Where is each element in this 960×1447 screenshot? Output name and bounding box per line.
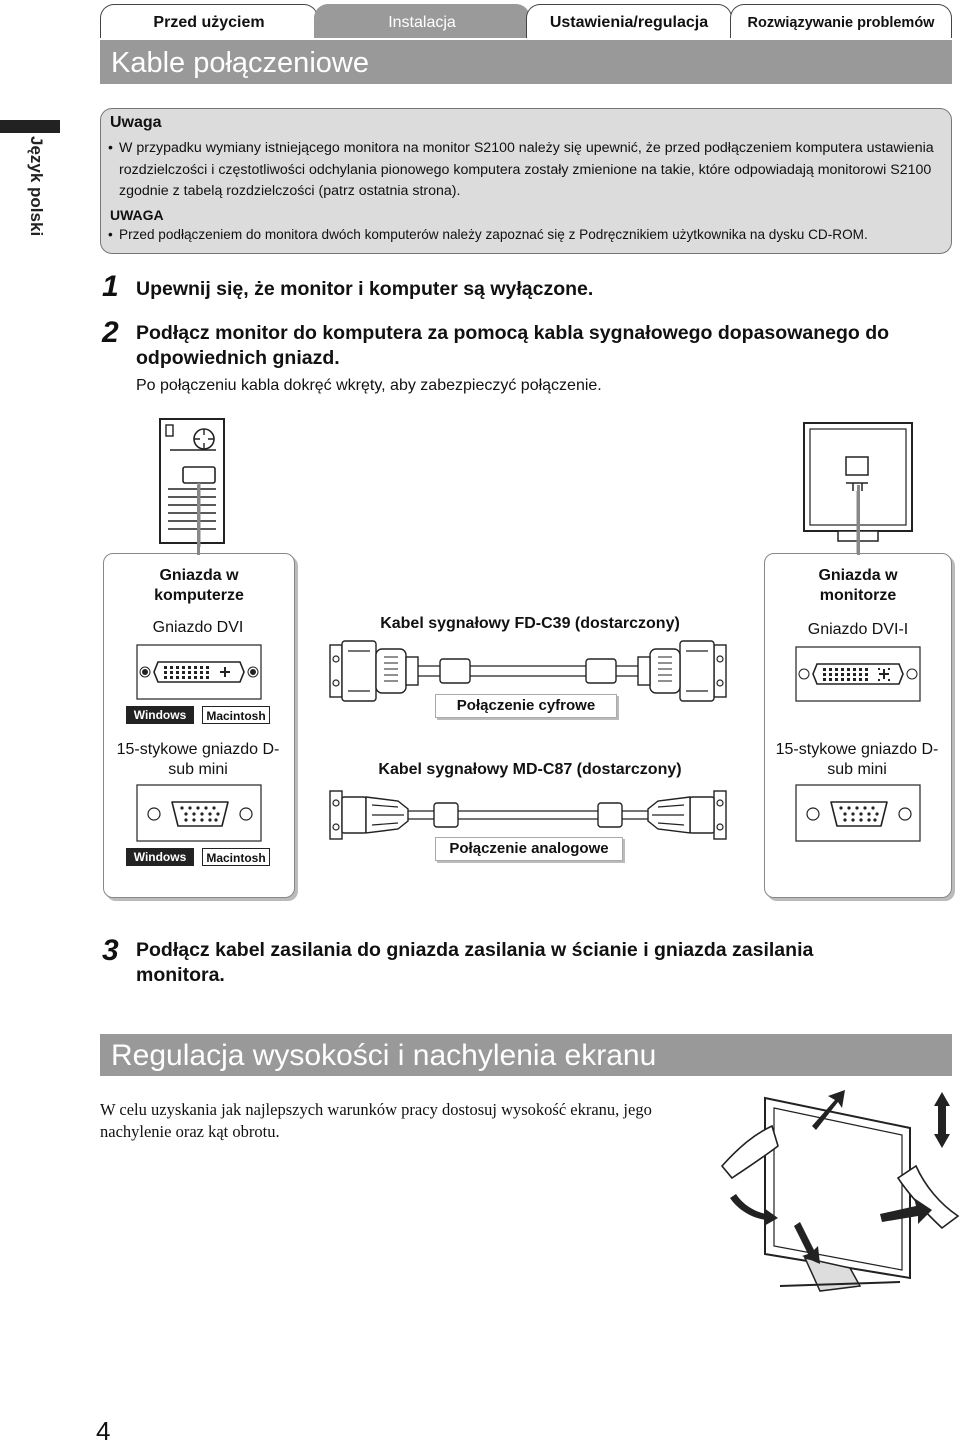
step-number: 1: [102, 270, 119, 303]
caution-heading: UWAGA: [110, 206, 164, 223]
step-text: Upewnij się, że monitor i komputer są wy…: [136, 278, 594, 300]
note-text: W przypadku wymiany istniejącego monitor…: [108, 138, 942, 203]
computer-ports-heading: Gniazda w komputerze: [154, 567, 244, 604]
section-title: Kable połączeniowe: [100, 40, 952, 84]
digital-connection-label: Połączenie cyfrowe: [435, 694, 617, 718]
macintosh-tag: Macintosh: [202, 706, 270, 724]
analog-connection-label: Połączenie analogowe: [435, 837, 623, 861]
tab-installation[interactable]: Instalacja: [314, 4, 530, 38]
dsub-port-label: 15-stykowe gniazdo D-sub mini: [116, 741, 280, 778]
computer-line: [197, 485, 200, 555]
dvi-i-port-icon: [795, 646, 921, 702]
dsub-port-label: 15-stykowe gniazdo D-sub mini: [775, 741, 939, 778]
dvi-port-label: Gniazdo DVI: [152, 619, 244, 636]
note-heading: Uwaga: [110, 114, 162, 131]
step-subtext: Po połączeniu kabla dokręć wkręty, aby z…: [136, 377, 602, 394]
step-text: Podłącz kabel zasilania do gniazda zasil…: [136, 939, 814, 986]
side-marker: [0, 120, 60, 133]
monitor-line: [857, 485, 860, 555]
step-number: 2: [102, 316, 119, 349]
dvi-port-icon: [136, 644, 262, 700]
caution-text: Przed podłączeniem do monitora dwóch kom…: [108, 225, 942, 245]
windows-tag: Windows: [126, 706, 194, 724]
tab-settings[interactable]: Ustawienia/regulacja: [526, 4, 732, 38]
monitor-ports-heading: Gniazda w monitorze: [818, 567, 898, 604]
dvi-cable-label: Kabel sygnałowy FD-C39 (dostarczony): [380, 615, 680, 632]
section2-title: Regulacja wysokości i nachylenia ekranu: [100, 1034, 952, 1076]
computer-ports-panel: Gniazda w komputerze Gniazdo DVI Windows…: [103, 553, 295, 898]
macintosh-tag: Macintosh: [202, 848, 270, 866]
dsub-cable-illustration: [329, 790, 727, 840]
connection-diagram: Gniazda w komputerze Gniazdo DVI Windows…: [100, 415, 960, 905]
tab-before-use[interactable]: Przed użyciem: [100, 4, 318, 38]
computer-illustration: [159, 418, 225, 547]
dvi-i-port-label: Gniazdo DVI-I: [807, 621, 909, 638]
language-label: Język polski: [27, 136, 46, 237]
dsub-cable-label: Kabel sygnałowy MD-C87 (dostarczony): [378, 761, 682, 778]
monitor-ports-panel: Gniazda w monitorze Gniazdo DVI-I 15-sty…: [764, 553, 952, 898]
note-box: Uwaga W przypadku wymiany istniejącego m…: [100, 108, 952, 254]
monitor-adjustment-illustration: [720, 1090, 960, 1292]
step-number: 3: [102, 934, 119, 967]
dsub-port-icon: [795, 784, 921, 842]
section2-text: W celu uzyskania jak najlepszych warunkó…: [100, 1100, 652, 1141]
tab-troubleshooting[interactable]: Rozwiązywanie problemów: [730, 4, 952, 38]
step-text: Podłącz monitor do komputera za pomocą k…: [136, 322, 890, 369]
dvi-cable-illustration: [329, 640, 727, 702]
page-number: 4: [96, 1416, 111, 1446]
dsub-port-icon: [136, 784, 262, 842]
chapter-tabs: Przed użyciem Instalacja Ustawienia/regu…: [100, 4, 952, 42]
windows-tag: Windows: [126, 848, 194, 866]
